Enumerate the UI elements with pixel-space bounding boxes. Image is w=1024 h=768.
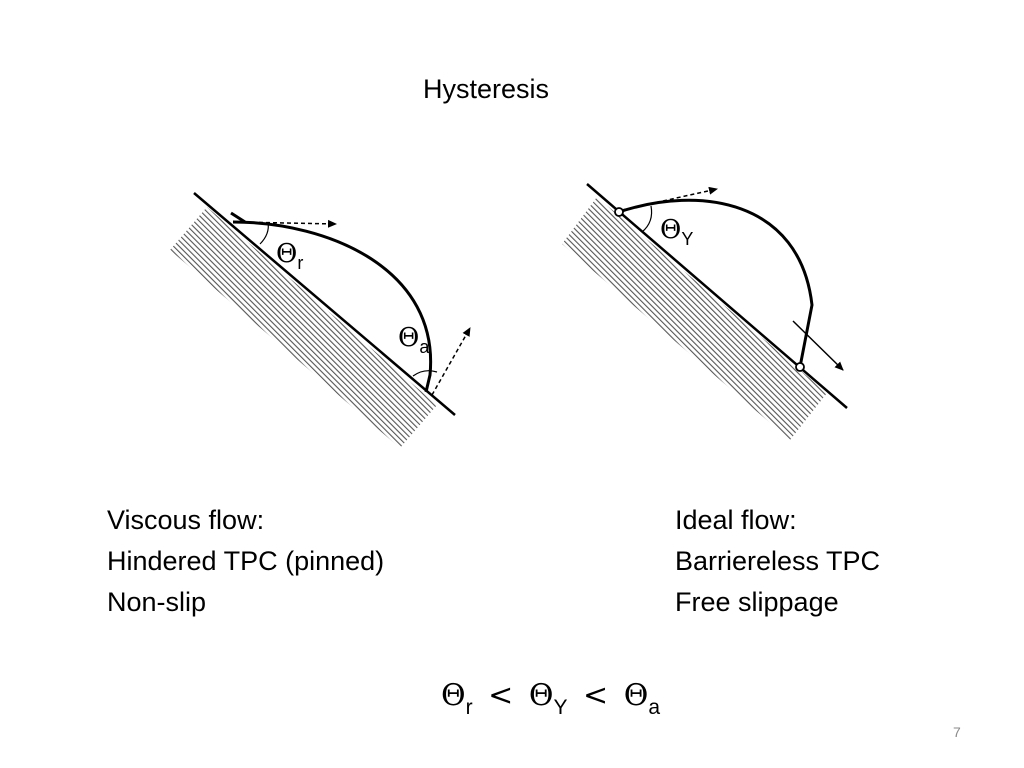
right-diagram-ideal-drop: ΘY	[562, 183, 848, 440]
left-advancing-angle-label: Θa	[398, 323, 430, 357]
left-caption-line: Hindered TPC (pinned)	[107, 546, 385, 576]
right-caption-line: Barriereless TPC	[675, 546, 881, 576]
subscript-r: r	[465, 696, 473, 719]
left-receding-angle-label: Θr	[276, 239, 303, 273]
right-contact-point-top	[614, 207, 624, 217]
left-tangent-arrow-bottom	[431, 327, 471, 396]
less-than-sign: <	[583, 678, 609, 713]
right-incline-line	[586, 183, 848, 409]
left-caption: Viscous flow: Hindered TPC (pinned) Non-…	[107, 500, 384, 623]
left-advancing-angle-arc	[412, 370, 438, 377]
right-slip-arrow	[792, 320, 844, 371]
left-caption-line: Viscous flow:	[107, 505, 265, 535]
left-pinned-contact-mark	[230, 211, 246, 224]
page-number: 7	[953, 724, 961, 740]
right-tangent-arrow-top	[621, 186, 718, 211]
theta-symbol: Θ	[441, 678, 466, 713]
subscript-a: a	[648, 696, 660, 719]
right-caption: Ideal flow: Barriereless TPC Free slippa…	[675, 500, 880, 623]
left-diagram-pinned-drop: Θr Θa	[170, 192, 471, 448]
right-drop-profile	[618, 198, 814, 368]
slide-title: Hysteresis	[423, 74, 550, 104]
right-caption-line: Ideal flow:	[675, 505, 797, 535]
right-substrate-hatch	[562, 197, 827, 440]
subscript-y: Y	[553, 696, 568, 719]
right-caption-line: Free slippage	[675, 587, 839, 617]
left-incline-line	[193, 192, 456, 416]
right-young-angle-label: ΘY	[660, 215, 693, 249]
right-young-angle-arc	[641, 205, 653, 233]
less-than-sign: <	[488, 678, 514, 713]
left-tangent-arrow-top	[237, 219, 337, 228]
theta-symbol: Θ	[528, 678, 554, 713]
theta-symbol: Θ	[623, 678, 649, 713]
right-contact-point-bottom	[795, 362, 805, 372]
left-receding-angle-arc	[259, 221, 269, 245]
left-substrate-hatch	[170, 207, 437, 448]
angle-relation-formula: Θr < ΘY < Θa	[441, 678, 660, 720]
left-caption-line: Non-slip	[107, 587, 207, 617]
left-drop-profile	[232, 220, 433, 393]
